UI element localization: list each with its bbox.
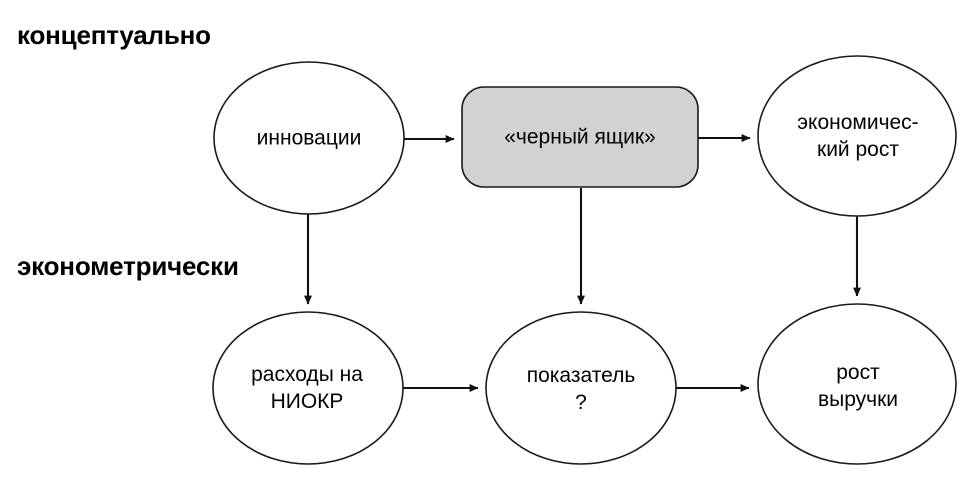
node-shape-innovations[interactable]: [213, 61, 405, 215]
node-shape-rnd-expenses[interactable]: [212, 311, 404, 465]
node-shape-indicator[interactable]: [485, 311, 677, 465]
node-shape-revenue-growth[interactable]: [757, 303, 957, 465]
edge-arrows: [304, 134, 861, 392]
row-label-econometric: эконометрически: [17, 251, 239, 281]
node-shape-black-box[interactable]: [461, 86, 699, 188]
row-label-conceptual: концептуально: [17, 20, 211, 50]
node-shape-economic-growth[interactable]: [757, 55, 957, 217]
node-shapes: [212, 55, 957, 465]
